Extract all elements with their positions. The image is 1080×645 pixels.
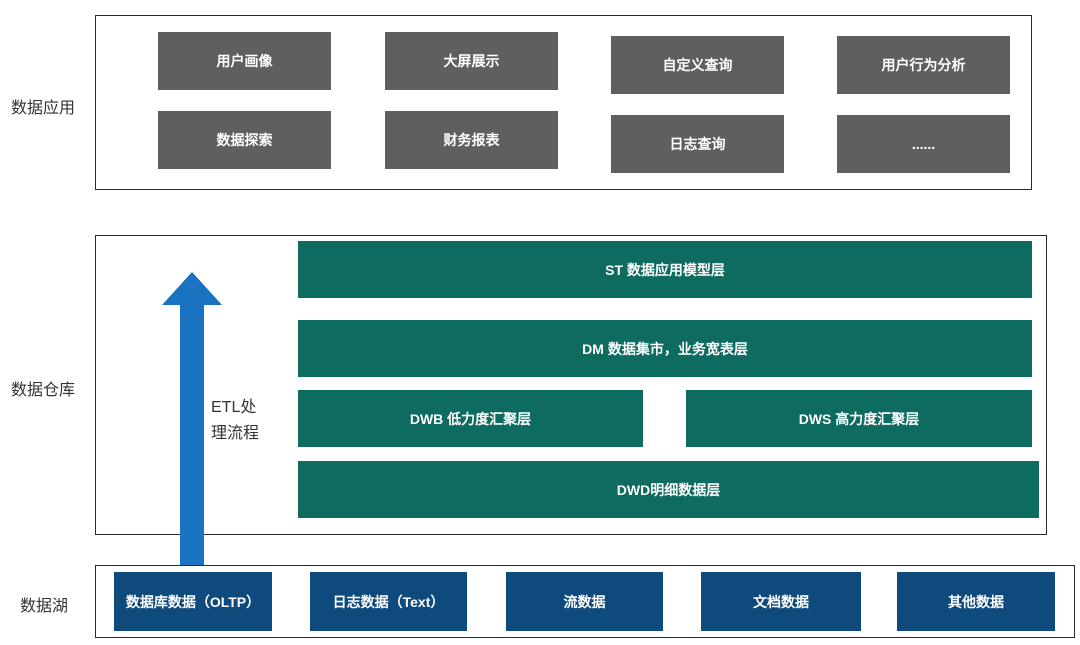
app-item-custom-query: 自定义查询	[611, 36, 784, 94]
app-item-user-behavior: 用户行为分析	[837, 36, 1010, 94]
etl-label-line2: 理流程	[211, 425, 260, 442]
app-item-data-explore: 数据探索	[158, 111, 331, 169]
app-item-big-screen: 大屏展示	[385, 32, 558, 90]
app-item-log-query: 日志查询	[611, 115, 784, 173]
etl-label: ETL处 理流程	[211, 395, 281, 447]
lake-item-log: 日志数据（Text）	[310, 572, 467, 631]
lake-layer-label: 数据湖	[20, 598, 69, 615]
app-layer-label: 数据应用	[11, 100, 76, 117]
dws-layer: DWS 高力度汇聚层	[686, 390, 1032, 447]
lake-item-database: 数据库数据（OLTP）	[114, 572, 272, 631]
app-item-more: ......	[837, 115, 1010, 173]
st-layer: ST 数据应用模型层	[298, 241, 1032, 298]
app-item-user-profile: 用户画像	[158, 32, 331, 90]
dwd-layer: DWD明细数据层	[298, 461, 1039, 518]
lake-item-other: 其他数据	[897, 572, 1055, 631]
etl-arrow-icon	[162, 272, 222, 566]
app-item-finance-report: 财务报表	[385, 111, 558, 169]
dm-layer: DM 数据集市，业务宽表层	[298, 320, 1032, 377]
lake-item-stream: 流数据	[506, 572, 663, 631]
etl-label-line1: ETL处	[211, 399, 257, 416]
dwb-layer: DWB 低力度汇聚层	[298, 390, 643, 447]
lake-item-document: 文档数据	[701, 572, 861, 631]
warehouse-layer-label: 数据仓库	[11, 382, 76, 399]
